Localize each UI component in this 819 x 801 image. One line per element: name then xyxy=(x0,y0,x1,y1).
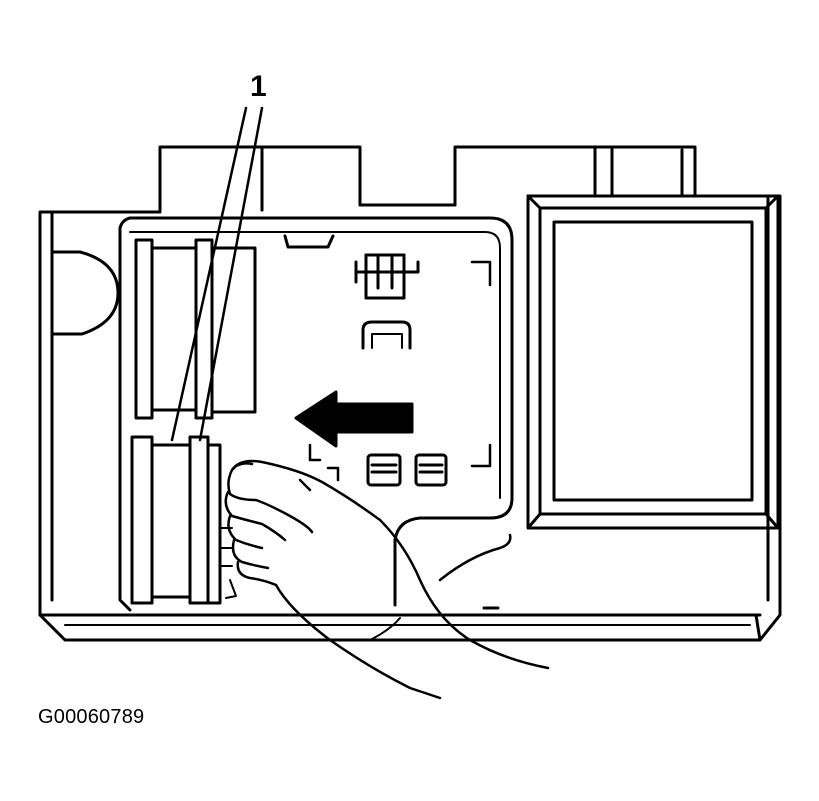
latch-tab xyxy=(283,234,335,249)
top-connector-tabs xyxy=(158,145,697,212)
mini-fuses xyxy=(366,453,448,487)
callout-leader xyxy=(170,106,264,442)
corner-brackets xyxy=(308,260,492,482)
cover-panel xyxy=(526,194,780,530)
callout-label-1: 1 xyxy=(250,70,267,103)
inner-recess xyxy=(118,216,514,612)
figure-id: G00060789 xyxy=(38,706,145,728)
side-clip xyxy=(50,250,120,336)
lower-relay xyxy=(130,435,222,605)
housing-outline xyxy=(38,194,782,642)
upper-relay xyxy=(134,238,257,420)
direction-arrow xyxy=(294,390,414,448)
hand-illustration xyxy=(221,459,550,700)
terminal-comb xyxy=(354,253,420,350)
